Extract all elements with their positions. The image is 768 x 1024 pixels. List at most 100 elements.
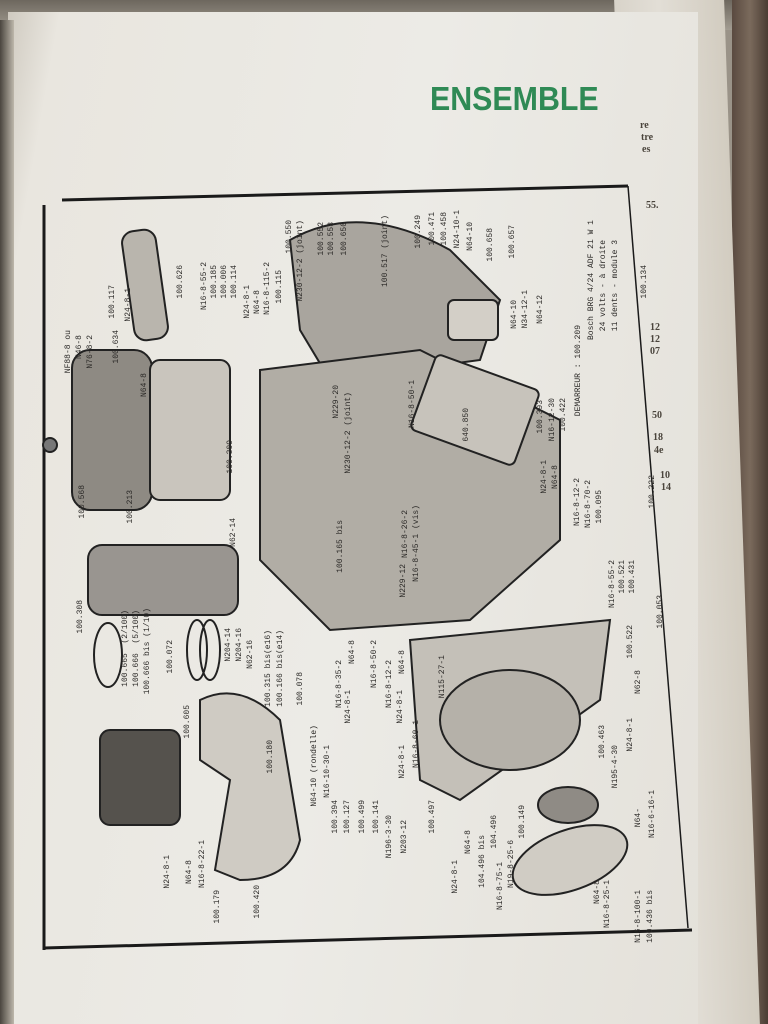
piston-ring [186,619,208,681]
callout-label: 100.658 [486,228,495,262]
callout-label: N64- [634,808,643,828]
callout-label: 100.568 [78,485,87,519]
callout-label: N64-8 [464,830,473,855]
callout-label: N229-12 [399,564,408,598]
callout-label: N230-12-2 (joint) [344,392,353,474]
callout-label: 100.166 bis(e14) [276,630,285,707]
callout-label: N16-8-50-2 [370,640,379,689]
callout-label: N24-8-1 [540,460,549,494]
callout-label: 100.222 [648,475,657,509]
callout-label: N64-8 [551,465,560,490]
callout-label: N64-10 (rondelle) [310,725,319,807]
callout-label: N195-4-30 [611,745,620,789]
callout-label: 100.308 [76,600,85,634]
callout-label: 100.141 [372,800,381,834]
callout-label: N64-8 [593,880,602,905]
callout-label: 100.521 [618,560,627,594]
callout-label: N16-8-70-2 [584,480,593,529]
flange [447,299,499,341]
callout-label: 100.393 [536,400,545,434]
callout-label: N34-12-1 [521,290,530,329]
callout-label: N16-8-45-1 (vis) [412,505,421,582]
callout-label: 100.605 [183,705,192,739]
callout-label: N16-8-75-1 [496,862,505,911]
callout-label: N24-8-1 [124,288,133,322]
flywheel-housing [439,669,581,771]
oil-cap [42,437,58,453]
callout-label: 104.496 [490,815,499,849]
oil-cooler-tube [121,228,169,342]
cylinder-finned [99,729,181,826]
callout-label: N24-8-1 [243,285,252,319]
callout-label: 100.179 [213,890,222,924]
cylinder-liner [87,544,239,616]
frame-bottom-line [43,928,693,950]
callout-label: N64-8 [348,640,357,665]
callout-label: N64-10 [510,300,519,329]
adjacent-page-fragment: 55. [646,200,659,211]
callout-label: 100.422 [559,398,568,432]
callout-label: 100.517 (joint) [381,215,390,288]
book-spine-edge [0,20,14,1024]
callout-label: N115-27-1 [438,655,447,699]
callout-label: 100.550 [285,220,294,254]
callout-label: 100.666 (5/100) [132,610,141,687]
page-heading: ENSEMBLE [430,80,599,117]
callout-label: 100.552 [317,222,326,256]
frame-right-line [627,185,689,929]
callout-label: N62-14 [229,518,238,547]
callout-label: 100.657 [508,225,517,259]
callout-label: 100.471 [428,212,437,246]
callout-label: 100.180 [266,740,275,774]
piston-ring [199,619,221,681]
callout-label: N16-8-12-2 [385,660,394,709]
callout-label: 100.497 [428,800,437,834]
callout-label: 100.650 [340,222,349,256]
callout-label: N24-8-1 [344,690,353,724]
adjacent-page-fragment: 12 [650,334,660,345]
callout-label: N16-8-60-1 [412,720,421,769]
rear-cover [511,824,629,896]
adjacent-page-fragment: 12 [650,322,660,333]
callout-label: 100.522 [626,625,635,659]
callout-label: N64-8 [398,650,407,675]
exhaust-manifold [199,692,302,882]
piston-ring [93,622,123,688]
callout-label: N64-8 [185,860,194,885]
adjacent-page-fragment: 4e [654,445,664,456]
callout-label: N46-8 [75,335,84,360]
callout-label: 100.095 [595,490,604,524]
callout-label: N196-3-30 [385,815,394,859]
callout-label: N16-8-50-1 [408,380,417,429]
callout-label: 100.117 [108,285,117,319]
callout-label: 100.665 (2/100) [121,610,130,687]
callout-label: 100.072 [166,640,175,674]
callout-label: N16-8-55-2 [608,560,617,609]
callout-label: 640.850 [462,408,471,442]
callout-label: 100.626 [176,265,185,299]
starter-title: DEMARREUR : 100.209 [574,325,583,417]
callout-label: N64-8 [140,373,149,398]
seal-ring [537,786,599,824]
cylinder-head [149,359,231,501]
callout-label: N24-8-1 [451,860,460,894]
callout-label: 100.134 [640,265,649,299]
callout-label: N16-8-25-1 [603,880,612,929]
callout-label: 104.496 bis [478,835,487,888]
callout-label: 100.114 [230,265,239,299]
callout-label: N24-8-1 [396,690,405,724]
adjacent-page-fragment: 18 [653,432,663,443]
callout-label: 100.436 bis [646,890,655,943]
callout-label: 100.115 [275,270,284,304]
callout-label: N62-8 [634,670,643,695]
callout-label: 100.185 [210,265,219,299]
callout-label: N24-8-1 [626,718,635,752]
callout-label: N16-6-16-1 [648,790,657,839]
callout-label: N16-8-115-2 [263,262,272,315]
callout-label: N24-8-1 [398,745,407,779]
callout-label: 100.394 [331,800,340,834]
callout-label: N204-16 [235,628,244,662]
adjacent-page-fragment: es [642,144,651,155]
callout-label: NF88-8 ou [64,330,73,374]
